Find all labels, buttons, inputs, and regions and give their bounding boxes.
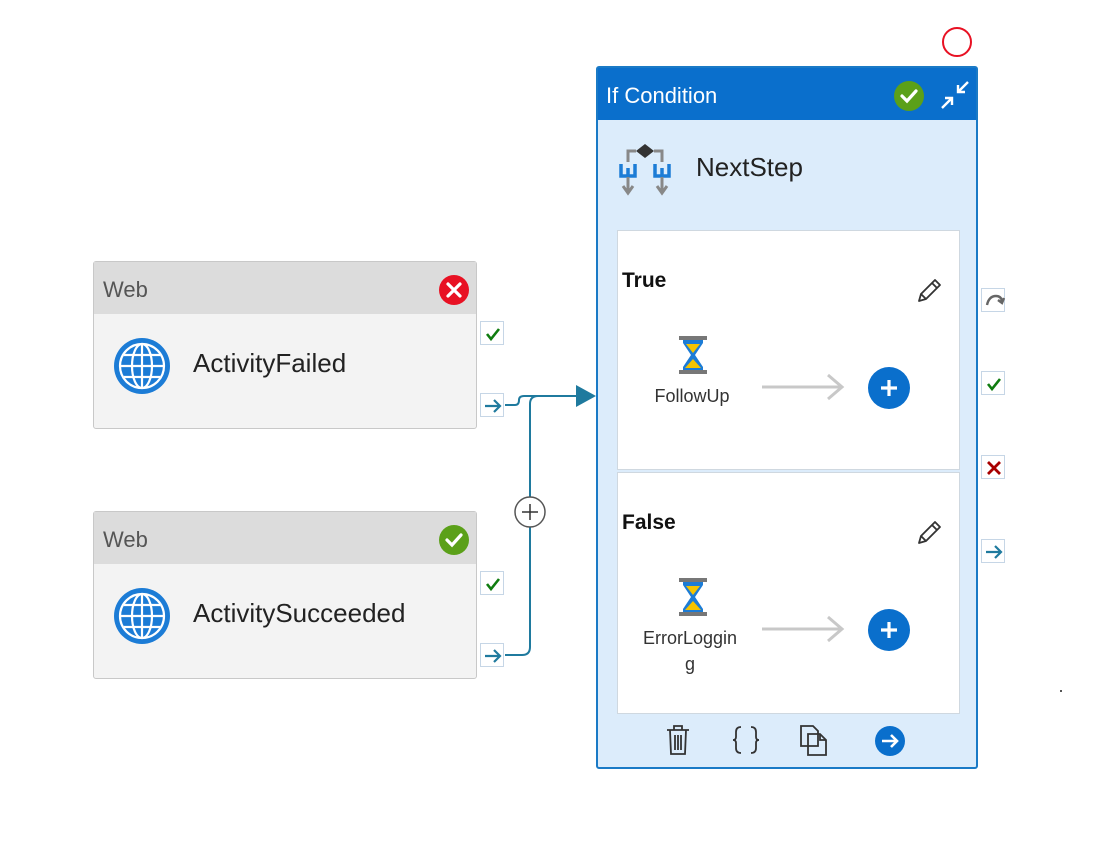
branch-true[interactable]: True FollowUp	[617, 230, 960, 470]
edit-pencil-icon[interactable]	[914, 518, 944, 548]
web-globe-icon	[114, 588, 170, 644]
on-success-output-button[interactable]	[981, 371, 1005, 395]
red-circle-marker-icon	[942, 27, 972, 57]
if-condition-container[interactable]: If Condition NextStep True	[596, 66, 978, 769]
branch-activity-name: ErrorLogging	[642, 628, 738, 674]
success-circle-icon	[439, 525, 469, 555]
activity-card-header: Web	[94, 512, 476, 564]
dot-marker	[1060, 690, 1062, 692]
collapse-arrows-icon[interactable]	[938, 78, 972, 112]
if-condition-type-label: If Condition	[606, 83, 718, 108]
success-circle-icon	[894, 81, 924, 111]
arrow-right-icon	[762, 615, 845, 643]
connector-arrowhead	[576, 385, 596, 407]
on-completion-output-button[interactable]	[480, 393, 504, 417]
code-braces-icon[interactable]	[730, 724, 762, 756]
connector-failed-to-ifcondition	[505, 395, 580, 406]
on-completion-output-button[interactable]	[480, 643, 504, 667]
branch-label-true: True	[622, 269, 667, 292]
arrow-right-icon	[762, 373, 845, 401]
activity-card-succeeded[interactable]: Web ActivitySucceeded	[93, 511, 477, 679]
if-condition-header: If Condition	[598, 68, 976, 120]
hourglass-icon	[679, 336, 707, 374]
on-skip-output-button[interactable]	[981, 288, 1006, 312]
on-failure-output-button[interactable]	[981, 455, 1005, 479]
on-completion-output-button[interactable]	[981, 539, 1005, 563]
on-success-output-button[interactable]	[480, 321, 504, 345]
edit-pencil-icon[interactable]	[914, 276, 944, 306]
add-activity-button[interactable]	[868, 367, 910, 409]
if-condition-name: NextStep	[696, 152, 803, 182]
if-condition-icon	[619, 144, 671, 196]
branch-false[interactable]: False ErrorLogging	[617, 472, 960, 714]
on-success-output-button[interactable]	[480, 571, 504, 595]
delete-icon[interactable]	[664, 724, 692, 756]
branch-label-false: False	[622, 511, 676, 534]
activity-type-label: Web	[103, 277, 148, 302]
activity-card-header: Web	[94, 262, 476, 314]
copy-icon[interactable]	[798, 724, 828, 756]
web-globe-icon	[114, 338, 170, 394]
hourglass-icon	[679, 578, 707, 616]
add-activity-button[interactable]	[868, 609, 910, 651]
error-circle-icon	[439, 275, 469, 305]
activity-name: ActivityFailed	[193, 348, 347, 378]
activity-type-label: Web	[103, 527, 148, 552]
activity-name: ActivitySucceeded	[193, 598, 406, 628]
add-connector-button[interactable]	[514, 496, 546, 528]
branch-activity-name: FollowUp	[654, 386, 730, 406]
activity-card-failed[interactable]: Web ActivityFailed	[93, 261, 477, 429]
navigate-arrow-icon[interactable]	[874, 725, 906, 757]
